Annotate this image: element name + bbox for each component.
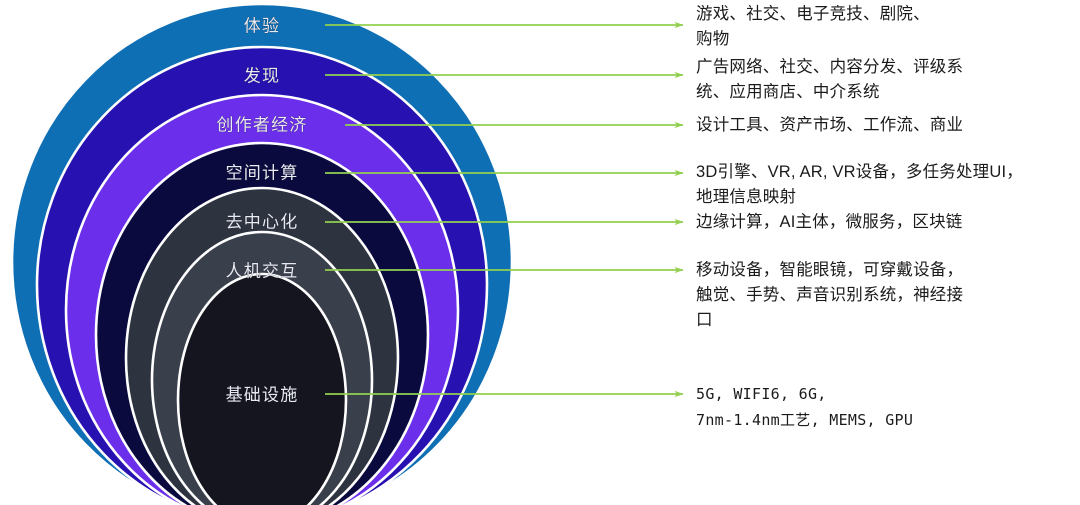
description-experience: 游戏、社交、电子竞技、剧院、 购物 — [696, 5, 930, 48]
ring-label-creator-economy: 创作者经济 — [217, 115, 308, 134]
description-spatial-computing: 3D引擎、VR, AR, VR设备，多任务处理UI， 地理信息映射 — [696, 163, 1023, 206]
description-decentralization: 边缘计算，AI主体，微服务，区块链 — [696, 213, 963, 231]
description-human-computer-interaction: 移动设备，智能眼镜，可穿戴设备， 触觉、手势、声音识别系统，神经接 口 — [696, 261, 964, 329]
ring-label-infrastructure: 基础设施 — [226, 385, 299, 404]
ring-label-spatial-computing: 空间计算 — [226, 163, 299, 182]
ring-label-discovery: 发现 — [244, 66, 280, 85]
description-discovery: 广告网络、社交、内容分发、评级系 统、应用商店、中介系统 — [696, 58, 964, 101]
ring-labels: 体验 发现 创作者经济 空间计算 去中心化 人机交互 基础设施 — [216, 16, 308, 405]
ring-shapes — [10, 2, 514, 505]
ring-label-decentralization: 去中心化 — [226, 212, 299, 231]
ring-label-human-computer-interaction: 人机交互 — [226, 261, 299, 280]
description-creator-economy: 设计工具、资产市场、工作流、商业 — [696, 116, 964, 134]
ring-label-experience: 体验 — [244, 16, 280, 35]
description-infrastructure: 5G, WIFI6, 6G, 7nm-1.4nm工艺, MEMS, GPU — [696, 385, 914, 429]
connector-arrows — [325, 21, 684, 398]
ring-shape-infrastructure[interactable] — [176, 272, 348, 505]
